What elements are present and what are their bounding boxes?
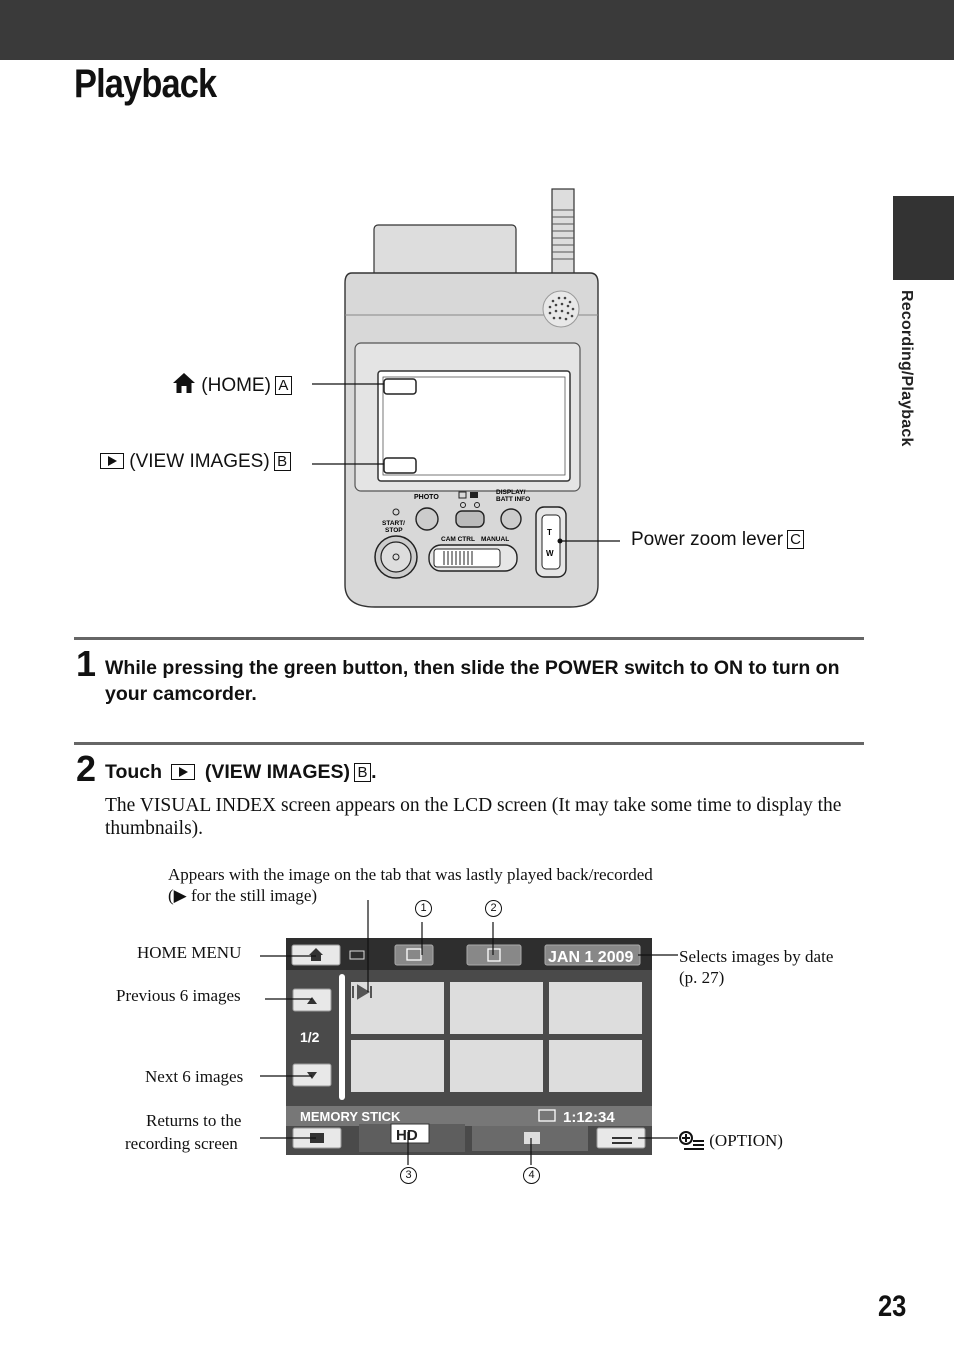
callout-3: 3 <box>400 1167 417 1184</box>
step-2-period: . <box>371 761 377 783</box>
page-title: Playback <box>74 62 217 106</box>
option-icon <box>679 1131 704 1150</box>
home-menu-label: HOME MENU <box>137 943 242 962</box>
prev-images-label: Previous 6 images <box>116 986 241 1005</box>
zoom-t-label: T <box>547 528 552 537</box>
cam-ctrl-label: CAM CTRL <box>441 536 475 543</box>
date-text: JAN 1 2009 <box>548 949 633 966</box>
letter-b: B <box>354 763 372 782</box>
thumbnail[interactable] <box>549 982 642 1034</box>
view-images-icon <box>100 453 124 469</box>
returns-line-2: recording screen <box>125 1134 238 1153</box>
zoom-w-label: W <box>546 549 554 558</box>
photo-tab[interactable] <box>466 944 522 966</box>
view-images-icon <box>171 764 196 780</box>
returns-line-1: Returns to the <box>146 1111 242 1130</box>
up-arrow-icon <box>307 997 317 1004</box>
step-2-touch: Touch <box>105 761 163 783</box>
selects-line-1: Selects images by date <box>679 947 834 966</box>
step-2-view-images: (VIEW IMAGES) <box>204 761 351 783</box>
section-label: Recording/Playback <box>898 290 915 447</box>
thumbnail[interactable] <box>549 1040 642 1092</box>
callout-1: 1 <box>415 900 432 917</box>
home-callout: (HOME)A <box>172 372 292 397</box>
home-label: (HOME) <box>201 375 271 396</box>
start-label: START/ <box>382 520 405 527</box>
stop-label: STOP <box>385 527 403 534</box>
step-2-rule <box>74 742 864 745</box>
next-images-label: Next 6 images <box>145 1067 244 1086</box>
header-bar <box>0 0 954 60</box>
photo-label: PHOTO <box>414 494 439 501</box>
camcorder-illustration: PHOTO DISPLAY/ BATT INFO START/ STOP CAM… <box>312 188 620 608</box>
step-1-rule <box>74 637 864 640</box>
page-number: 23 <box>878 1290 907 1323</box>
media-label: MEMORY STICK <box>300 1109 401 1124</box>
step-1-number: 1 <box>76 643 97 684</box>
thumbnail[interactable] <box>450 982 543 1034</box>
option-label: (OPTION) <box>709 1131 783 1150</box>
letter-b: B <box>273 452 291 471</box>
letter-a: A <box>274 376 292 395</box>
note-line-1: Appears with the image on the tab that w… <box>168 865 653 884</box>
note-line-2: (▶ for the still image) <box>168 886 318 905</box>
zoom-label: Power zoom lever <box>631 529 784 550</box>
option-callout: (OPTION) <box>679 1130 783 1151</box>
thumbnail[interactable] <box>450 1040 543 1092</box>
home-icon <box>309 948 323 961</box>
manual-label: MANUAL <box>481 536 509 543</box>
page-indicator: 1/2 <box>300 1029 320 1045</box>
movie-tab[interactable] <box>394 944 434 966</box>
selects-line-2: (p. 27) <box>679 968 725 987</box>
thumbnail[interactable] <box>351 1040 444 1092</box>
display-label: DISPLAY/ <box>496 489 526 496</box>
step-1-text: While pressing the green button, then sl… <box>105 657 840 705</box>
home-icon <box>173 373 195 393</box>
step-2-number: 2 <box>76 748 97 789</box>
photo-icon <box>524 1132 540 1144</box>
view-images-label: (VIEW IMAGES) <box>129 451 270 472</box>
step-2-heading: Touch (VIEW IMAGES)B. <box>105 759 875 785</box>
remaining-time: 1:12:34 <box>563 1109 615 1126</box>
visual-index-screen: JAN 1 2009 1/2 MEMORY STICK 1:12:34 HD <box>260 900 678 1165</box>
callout-4: 4 <box>523 1167 540 1184</box>
batt-info-label: BATT INFO <box>496 496 530 503</box>
view-images-callout: (VIEW IMAGES)B <box>100 451 291 473</box>
letter-c: C <box>787 530 805 549</box>
callout-2: 2 <box>485 900 502 917</box>
camera-icon <box>310 1133 324 1143</box>
section-tab <box>893 196 954 280</box>
last-played-icon <box>352 984 372 1000</box>
step-2-body: The VISUAL INDEX screen appears on the L… <box>105 795 842 839</box>
hd-mark: HD <box>396 1127 418 1144</box>
